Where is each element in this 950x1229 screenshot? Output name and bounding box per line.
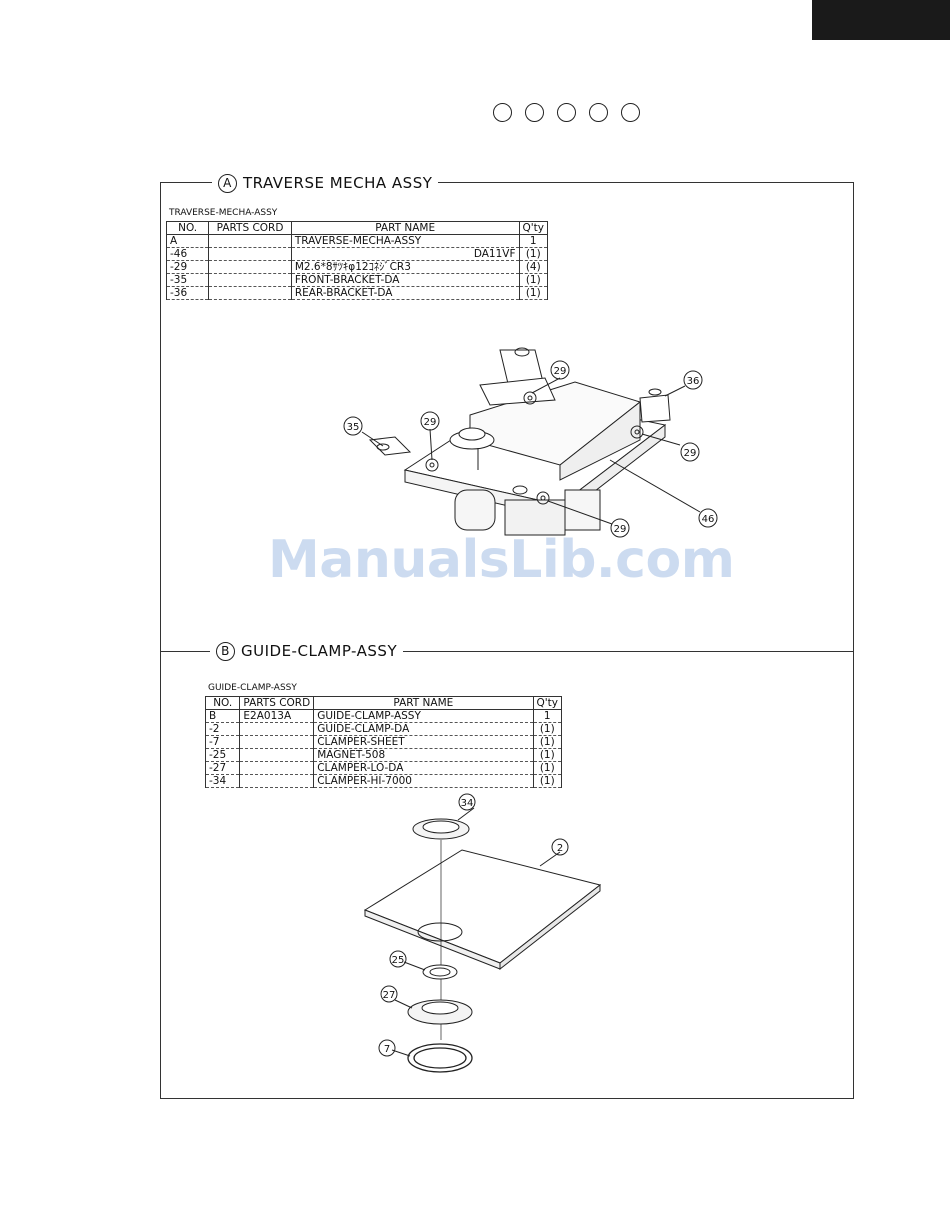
- col-parts-code: PARTS CORD: [239, 696, 315, 710]
- cell-parts-code: [208, 247, 292, 261]
- cell-part-name: DA11VF: [290, 247, 520, 261]
- table-row: -46 DA11VF(1): [165, 247, 548, 261]
- callout-46: 46: [702, 514, 715, 525]
- cell-no: -2: [204, 722, 241, 736]
- table-row: -36 REAR-BRACKET-DA(1): [165, 286, 548, 300]
- col-no: NO.: [165, 221, 210, 235]
- callout-29: 29: [614, 524, 627, 535]
- callout-36: 36: [687, 376, 700, 387]
- revision-circles: [493, 103, 653, 125]
- cell-no: B: [204, 709, 241, 723]
- cell-qty: (1): [532, 774, 562, 788]
- col-parts-code: PARTS CORD: [208, 221, 292, 235]
- callout-25: 25: [392, 955, 405, 966]
- page-corner-tab: [812, 0, 950, 40]
- cell-part-name: FRONT-BRACKET-DA: [290, 273, 520, 287]
- empty-circle: [589, 103, 608, 122]
- guide-clamp-drawing: [363, 807, 602, 1073]
- col-qty: Q'ty: [532, 696, 562, 710]
- cell-parts-code: [239, 761, 315, 775]
- cell-no: -34: [204, 774, 241, 788]
- diagram-frame: [160, 182, 854, 1099]
- cell-part-name: REAR-BRACKET-DA: [290, 286, 520, 300]
- empty-circle: [621, 103, 640, 122]
- section-b-title: GUIDE-CLAMP-ASSY: [241, 642, 398, 660]
- cell-parts-code: [208, 260, 292, 274]
- callout-2: 2: [557, 843, 563, 854]
- section-divider: [160, 651, 854, 652]
- cell-qty: (1): [532, 748, 562, 762]
- cell-part-name: CLAMPER-SHEET: [313, 735, 534, 749]
- section-b-header: B GUIDE-CLAMP-ASSY: [210, 641, 404, 661]
- cell-qty: 1: [518, 234, 548, 248]
- cell-part-name: TRAVERSE-MECHA-ASSY: [290, 234, 520, 248]
- cell-no: -46: [165, 247, 210, 261]
- traverse-mecha-drawing: [361, 347, 701, 536]
- empty-circle: [525, 103, 544, 122]
- cell-parts-code: [208, 286, 292, 300]
- section-b-letter: B: [216, 641, 235, 661]
- cell-parts-code: E2A013A: [239, 709, 315, 723]
- section-a-table-caption: TRAVERSE-MECHA-ASSY: [169, 208, 278, 218]
- table-row: -29 M2.6*8ｻﾂｷφ12ｺﾈｼﾞCR3(4): [165, 260, 548, 274]
- empty-circle: [557, 103, 576, 122]
- cell-parts-code: [208, 273, 292, 287]
- cell-part-name: GUIDE-CLAMP-DA: [313, 722, 534, 736]
- callout-35: 35: [347, 422, 360, 433]
- table-row: -25 MAGNET-508(1): [204, 748, 562, 762]
- col-part-name: PART NAME: [290, 221, 520, 235]
- cell-qty: (1): [532, 722, 562, 736]
- cell-parts-code: [239, 722, 315, 736]
- table-row: -35 FRONT-BRACKET-DA(1): [165, 273, 548, 287]
- cell-no: -7: [204, 735, 241, 749]
- cell-qty: (1): [518, 247, 548, 261]
- empty-circle: [493, 103, 512, 122]
- cell-no: -25: [204, 748, 241, 762]
- section-b-table-caption: GUIDE-CLAMP-ASSY: [208, 683, 297, 693]
- table-row: -27 CLAMPER-LO-DA(1): [204, 761, 562, 775]
- section-a-parts-table: NO. PARTS CORD PART NAME Q'ty A TRAVERSE-…: [165, 221, 548, 300]
- col-qty: Q'ty: [518, 221, 548, 235]
- cell-no: -29: [165, 260, 210, 274]
- cell-qty: (4): [518, 260, 548, 274]
- cell-no: -36: [165, 286, 210, 300]
- table-row: -7 CLAMPER-SHEET(1): [204, 735, 562, 749]
- cell-part-name: CLAMPER-HI-7000: [313, 774, 534, 788]
- callout-29: 29: [554, 366, 567, 377]
- table-row: -34 CLAMPER-HI-7000(1): [204, 774, 562, 788]
- callout-29: 29: [684, 448, 697, 459]
- cell-no: -35: [165, 273, 210, 287]
- callout-27: 27: [383, 990, 396, 1001]
- cell-part-name: MAGNET-508: [313, 748, 534, 762]
- col-no: NO.: [204, 696, 241, 710]
- cell-part-name: CLAMPER-LO-DA: [313, 761, 534, 775]
- section-a-letter: A: [218, 173, 237, 193]
- callout-29: 29: [424, 417, 437, 428]
- cell-parts-code: [239, 748, 315, 762]
- cell-no: -27: [204, 761, 241, 775]
- cell-part-name: GUIDE-CLAMP-ASSY: [313, 709, 534, 723]
- callout-34: 34: [461, 798, 474, 809]
- cell-parts-code: [239, 735, 315, 749]
- col-part-name: PART NAME: [313, 696, 534, 710]
- table-row: -2 GUIDE-CLAMP-DA(1): [204, 722, 562, 736]
- cell-part-name: M2.6*8ｻﾂｷφ12ｺﾈｼﾞCR3: [290, 260, 520, 274]
- cell-qty: (1): [532, 735, 562, 749]
- cell-parts-code: [208, 234, 292, 248]
- cell-qty: (1): [532, 761, 562, 775]
- callout-7: 7: [384, 1044, 390, 1055]
- cell-qty: 1: [532, 709, 562, 723]
- cell-qty: (1): [518, 286, 548, 300]
- section-a-title: TRAVERSE MECHA ASSY: [243, 174, 433, 192]
- cell-no: A: [165, 234, 210, 248]
- watermark: ManualsLib.com: [268, 530, 735, 590]
- section-a-header: A TRAVERSE MECHA ASSY: [212, 173, 439, 193]
- cell-parts-code: [239, 774, 315, 788]
- cell-qty: (1): [518, 273, 548, 287]
